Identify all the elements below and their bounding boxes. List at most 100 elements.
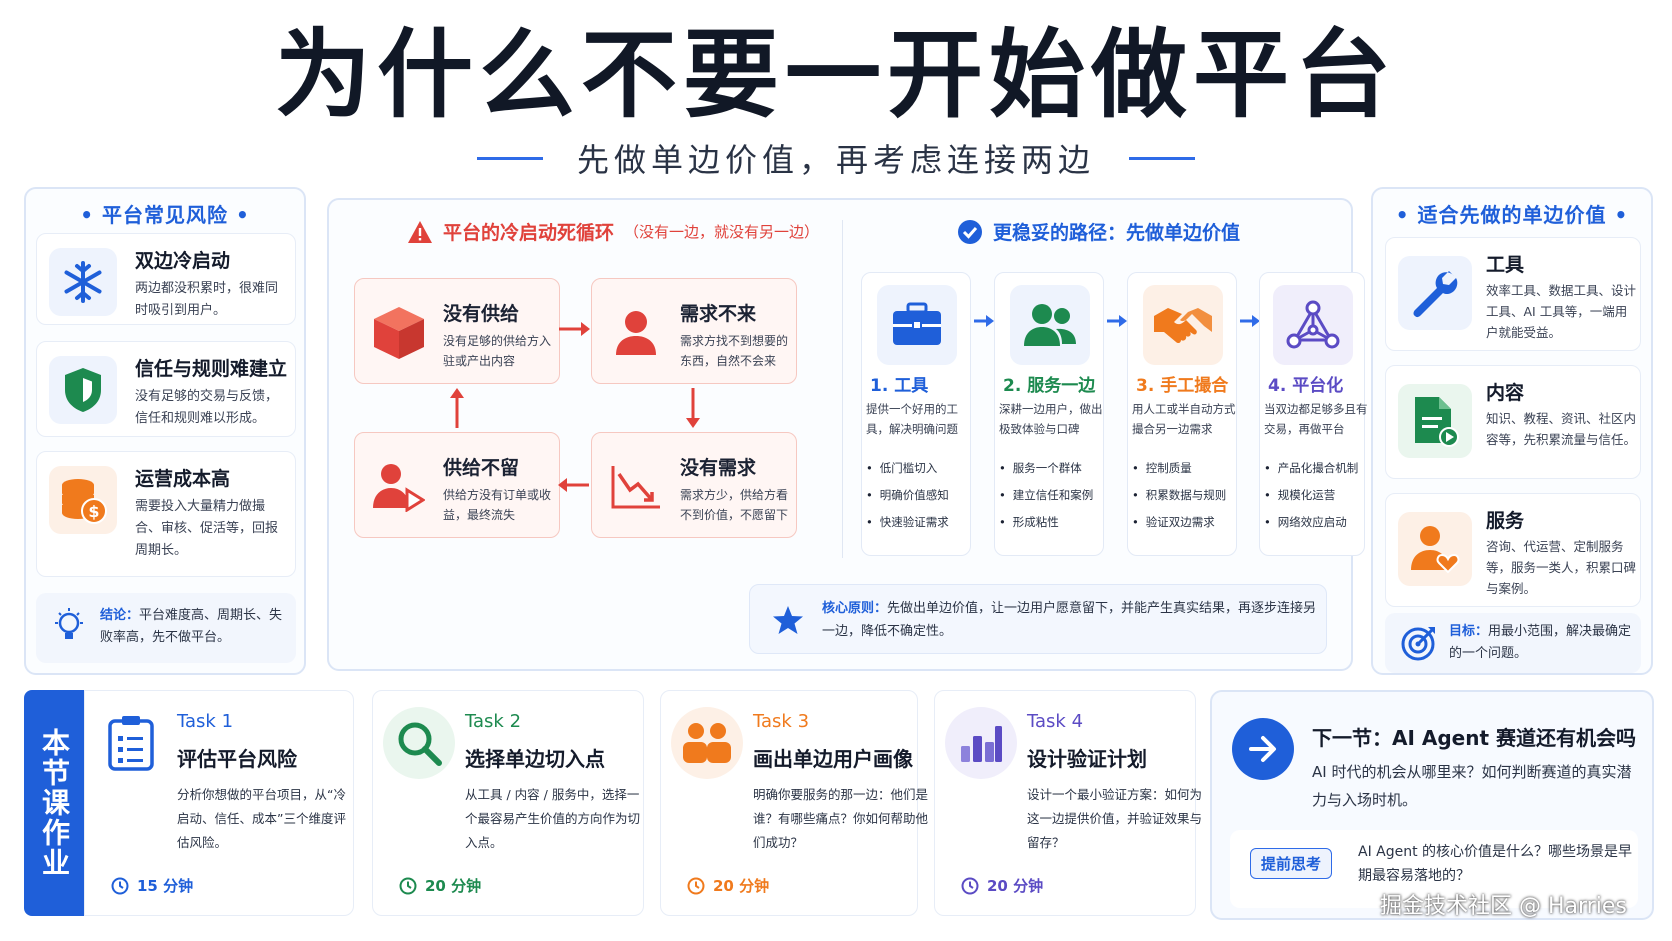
lightbulb-icon (52, 607, 86, 651)
shield-icon (49, 356, 117, 424)
arrow-right-icon (974, 315, 994, 327)
center-divider (842, 220, 843, 558)
bar-chart-icon (945, 707, 1017, 779)
warning-icon (408, 220, 432, 243)
task-time-text: 20 分钟 (713, 877, 770, 895)
risks-conclusion: 结论：平台难度高、周期长、失败率高，先不做平台。 (36, 593, 296, 663)
values-heading: • 适合先做的单边价值 • (1395, 203, 1629, 227)
conclusion-text: 结论：平台难度高、周期长、失败率高，先不做平台。 (100, 605, 290, 649)
task-time-text: 20 分钟 (987, 877, 1044, 895)
task-number: Task 3 (753, 711, 810, 732)
task-card-2[interactable]: Task 2 选择单边切入点 从工具 / 内容 / 服务中，选择一个最容易产生价… (372, 690, 644, 916)
risk-title: 运营成本高 (135, 468, 231, 490)
star-icon (772, 605, 804, 639)
risk-card-cold-start: 双边冷启动 两边都没积累时，很难同时吸引到用户。 (36, 233, 296, 325)
loop-box-supply-leaves: 供给不留 供给方没有订单或收益，最终流失 (354, 432, 560, 538)
list-item: 控制质量 (1132, 455, 1226, 482)
list-item: 服务一个群体 (999, 455, 1093, 482)
clock-icon (399, 877, 417, 894)
risks-heading-text: 平台常见风险 (102, 203, 228, 227)
svg-text:$: $ (88, 502, 99, 521)
center-panel: 平台的冷启动死循环 （没有一边，就没有另一边） 没有供给 没有足够的供给方入驻或… (327, 198, 1368, 671)
step-title: 3. 手工撮合 (1136, 376, 1229, 396)
core-principle: 核心原则：先做出单边价值，让一边用户愿意留下，并能产生真实结果，再逐步连接另一边… (749, 584, 1327, 654)
arrow-right-circle-icon[interactable] (1232, 718, 1294, 780)
risk-desc: 两边都没积累时，很难同时吸引到用户。 (135, 281, 279, 318)
arrow-right-icon (559, 322, 590, 336)
next-title: 下一节：AI Agent 赛道还有机会吗 (1312, 726, 1637, 750)
risk-title: 双边冷启动 (135, 250, 231, 272)
loop-desc: 供给方没有订单或收益，最终流失 (443, 488, 552, 522)
loop-desc: 需求方找不到想要的东西，自然不会来 (680, 334, 789, 368)
users-icon (1010, 285, 1090, 365)
principle-body: 先做出单边价值，让一边用户愿意留下，并能产生真实结果，再逐步连接另一边，降低不确… (822, 601, 1317, 639)
step-title: 1. 工具 (870, 376, 929, 396)
list-item: 快速验证需求 (866, 509, 949, 536)
list-item: 产品化撮合机制 (1264, 455, 1359, 482)
page-subtitle: 先做单边价值，再考虑连接两边 (576, 141, 1095, 179)
task-card-4[interactable]: Task 4 设计验证计划 设计一个最小验证方案：如何为这一边提供价值，并验证效… (934, 690, 1202, 916)
task-time: 20 分钟 (399, 875, 481, 896)
search-icon (383, 707, 455, 779)
task-number: Task 2 (465, 711, 522, 732)
risks-panel: • 平台常见风险 • 双边冷启动 两边都没积累时，很难同时吸引到用户。 信任与规… (24, 187, 306, 675)
think-ahead-questions: AI Agent 的核心价值是什么？哪些场景是早期最容易落地的？ (1358, 844, 1633, 884)
conclusion-label: 结论： (100, 608, 140, 623)
coins-icon: $ (49, 466, 117, 534)
arrow-down-icon (686, 388, 700, 428)
list-item: 网络效应启动 (1264, 509, 1358, 536)
risk-desc: 需要投入大量精力做撮合、审核、促活等，回报周期长。 (135, 499, 279, 558)
task-desc: 从工具 / 内容 / 服务中，选择一个最容易产生价值的方向作为切入点。 (465, 787, 641, 850)
task-card-3[interactable]: Task 3 画出单边用户画像 明确你要服务的那一边：他们是谁？有哪些痛点？你如… (660, 690, 928, 916)
arrow-up-icon (450, 388, 464, 428)
principle-label: 核心原则： (822, 601, 888, 616)
task-time: 15 分钟 (111, 875, 193, 896)
step-bullets: 产品化撮合机制 规模化运营 网络效应启动 (1264, 455, 1359, 536)
user-leave-icon (369, 457, 429, 517)
task-time-text: 15 分钟 (137, 877, 194, 895)
loop-title: 供给不留 (443, 457, 520, 479)
loop-title: 没有需求 (680, 457, 757, 479)
task-card-1[interactable]: Task 1 评估平台风险 分析你想做的平台项目，从“冷启动、信任、成本”三个维… (84, 690, 354, 916)
values-heading-text: 适合先做的单边价值 (1417, 203, 1607, 227)
think-ahead-tag: 提前思考 (1250, 848, 1333, 879)
loop-heading-sub: （没有一边，就没有另一边） (624, 223, 820, 241)
list-item: 建立信任和案例 (999, 482, 1094, 509)
snowflake-icon (49, 248, 117, 316)
person-heart-icon (1398, 512, 1472, 586)
cube-icon (369, 303, 429, 363)
task-number: Task 1 (177, 711, 234, 732)
risks-heading: • 平台常见风险 • (80, 203, 250, 227)
loop-desc: 没有足够的供给方入驻或产出内容 (443, 334, 552, 368)
task-number: Task 4 (1027, 711, 1084, 732)
step-desc: 深耕一边用户，做出极致体验与口碑 (999, 402, 1103, 436)
list-item: 形成粘性 (999, 509, 1093, 536)
list-item: 规模化运营 (1264, 482, 1358, 509)
homework-label-text: 本节课作业 (38, 728, 71, 878)
loop-box-no-demand-coming: 需求不来 需求方找不到想要的东西，自然不会来 (591, 278, 797, 384)
step-bullets: 服务一个群体 建立信任和案例 形成粘性 (999, 455, 1094, 536)
value-title: 工具 (1486, 254, 1525, 276)
wrench-icon (1398, 256, 1472, 330)
check-circle-icon (958, 219, 982, 244)
risk-desc: 没有足够的交易与反馈，信任和规则难以形成。 (135, 389, 279, 426)
task-time-text: 20 分钟 (425, 877, 482, 895)
step-desc: 当双边都足够多且有交易，再做平台 (1264, 402, 1368, 436)
task-title: 设计验证计划 (1027, 747, 1147, 771)
task-title: 评估平台风险 (177, 747, 297, 771)
think-ahead-box: 提前思考 AI Agent 的核心价值是什么？哪些场景是早期最容易落地的？ (1230, 830, 1638, 908)
clock-icon (111, 877, 129, 894)
loop-box-no-supply: 没有供给 没有足够的供给方入驻或产出内容 (354, 278, 560, 384)
arrow-right-icon (1107, 315, 1127, 327)
conclusion-body: 平台难度高、周期长、失败率高，先不做平台。 (100, 608, 283, 645)
loop-desc: 需求方少，供给方看不到价值，不愿留下 (680, 488, 789, 522)
value-title: 内容 (1486, 382, 1525, 404)
network-icon (1273, 285, 1353, 365)
path-heading: 更稳妥的路径：先做单边价值 (957, 218, 1240, 245)
step-card-tool: 1. 工具 提供一个好用的工具，解决明确问题 低门槛切入 明确价值感知 快速验证… (861, 272, 971, 556)
next-lesson-card[interactable]: 下一节：AI Agent 赛道还有机会吗 AI 时代的机会从哪里来？如何判断赛道… (1210, 690, 1654, 920)
loop-heading: 平台的冷启动死循环 （没有一边，就没有另一边） (407, 218, 819, 245)
step-desc: 提供一个好用的工具，解决明确问题 (866, 402, 958, 436)
value-card-tool: 工具 效率工具、数据工具、设计工具、AI 工具等，一端用户就能受益。 (1385, 237, 1641, 351)
value-card-content: 内容 知识、教程、资讯、社区内容等，先积累流量与信任。 (1385, 365, 1641, 479)
